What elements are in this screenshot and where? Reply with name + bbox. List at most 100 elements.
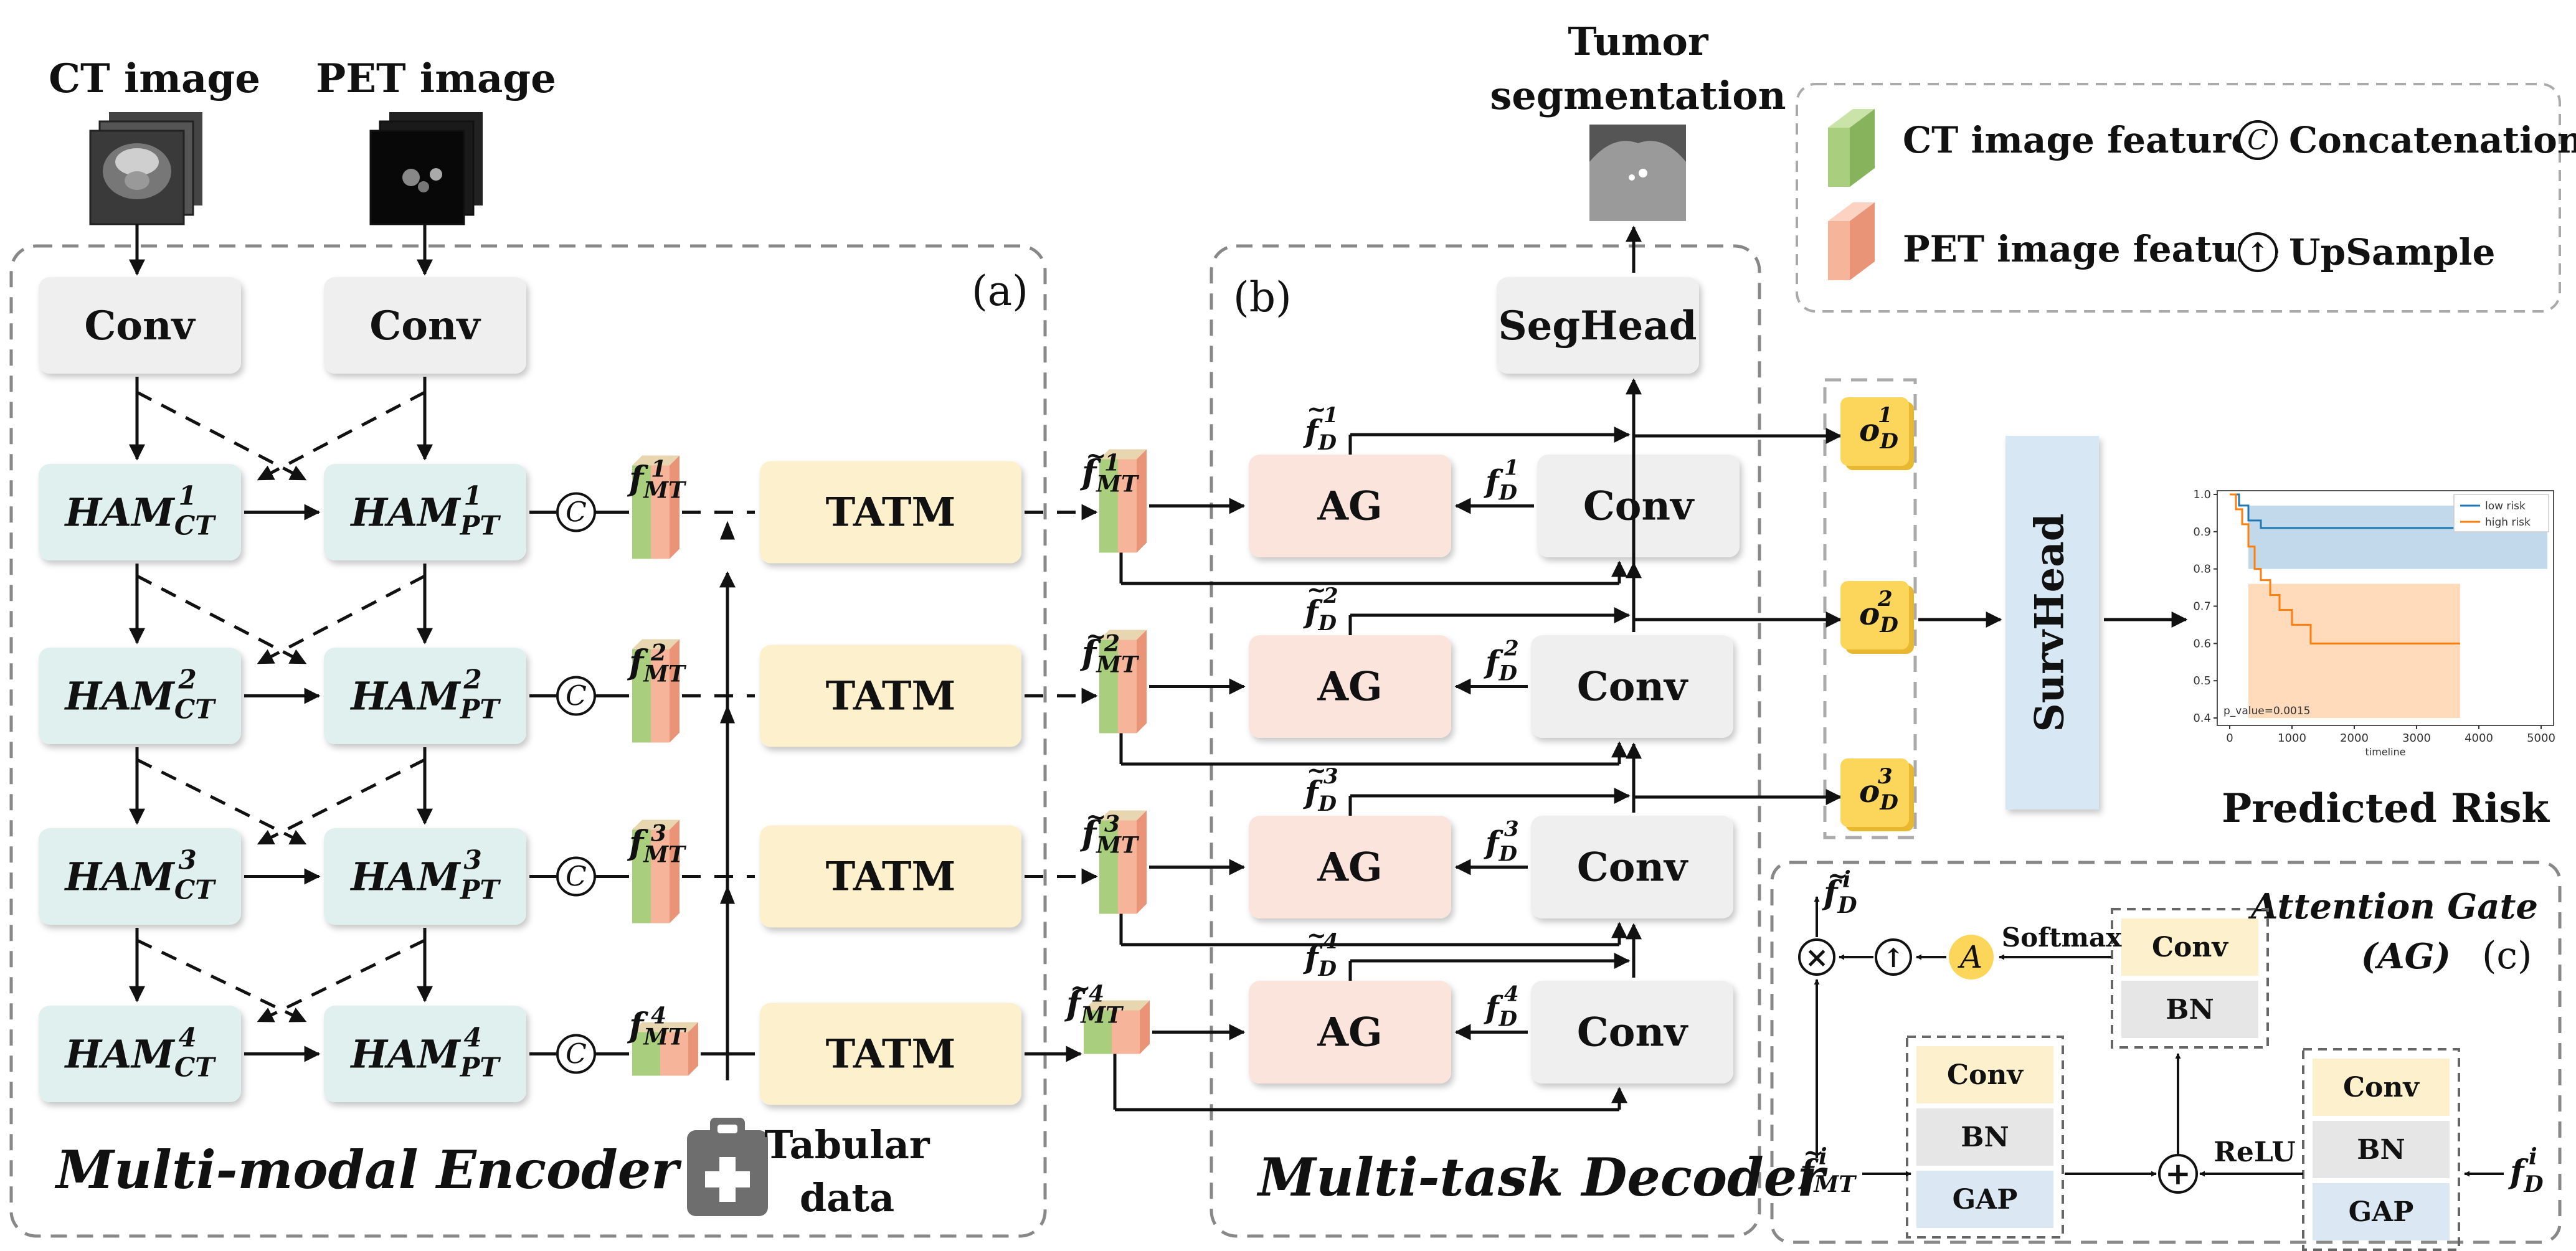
tabular-data-label-line2: data: [800, 1175, 894, 1220]
encoder-conv-ct: [39, 277, 241, 374]
o-2: [1840, 581, 1909, 649]
ag-output-f-sup: i: [1842, 867, 1851, 893]
km-legend-0: low risk: [2485, 500, 2526, 512]
ag-right-stack-conv: Conv: [2343, 1072, 2420, 1103]
concat-op-1-symbol: C: [566, 497, 587, 529]
svg-text:1: 1: [1324, 403, 1338, 428]
decoder-feature-4: [1084, 1000, 1150, 1054]
tatm-1-label: TATM: [826, 489, 956, 536]
encoder-feature-1-level: 1: [651, 456, 666, 483]
svg-text:~: ~: [1307, 921, 1327, 949]
ct-image-label: CT image: [49, 55, 260, 102]
encoder-feature-4-label: fMT: [627, 1006, 686, 1050]
ham-ct-3: [39, 828, 241, 925]
ham-pt-2-label: HAMPT: [349, 674, 501, 725]
km-series-1: [2230, 493, 2460, 644]
legend-ct-swatch: [1828, 109, 1875, 187]
ag-input-fmt-tilde: ~: [1803, 1138, 1824, 1168]
ag-panel-tag: (c): [2482, 934, 2532, 978]
decoder-feature-3-level: 3: [1104, 811, 1120, 838]
o-2-label: oD: [1859, 595, 1898, 638]
km-annotation: p_value=0.0015: [2223, 705, 2310, 717]
ag-top-stack-conv: Conv: [2152, 932, 2228, 963]
ham-pt-3-level: 3: [464, 845, 482, 876]
tabular-data-label-line1: Tabular: [764, 1122, 930, 1168]
ham-pt-1-label: HAMPT: [349, 490, 501, 541]
ag-add-symbol: +: [2165, 1155, 2191, 1192]
o-1: [1840, 397, 1909, 466]
decoder-feature-1: [1099, 449, 1147, 553]
ham-ct-4-label: HAMCT: [64, 1032, 216, 1083]
tatm-2: [760, 644, 1021, 747]
ham-ct-4: [39, 1006, 241, 1102]
ag-4-label: AG: [1317, 1009, 1382, 1056]
svg-text:~: ~: [1086, 622, 1107, 651]
ham-pt-4-label: HAMPT: [349, 1032, 501, 1083]
encoder-feature-4-level: 4: [651, 1003, 666, 1029]
ag-title-line1: Attention Gate: [2248, 886, 2538, 927]
decoder-feature-3-label: fMT: [1079, 814, 1139, 859]
ct-image-stack: [89, 112, 202, 225]
encoder-panel-tag: (a): [972, 267, 1028, 315]
decoder-conv-3: [1531, 816, 1733, 918]
svg-text:4: 4: [1504, 982, 1519, 1007]
svg-text:~: ~: [1086, 803, 1107, 832]
encoder-feature-2-level: 2: [650, 640, 666, 666]
km-ytick-6: 1.0: [2193, 488, 2211, 501]
ag-upsample-symbol: ↑: [1882, 943, 1904, 973]
encoder-title: Multi-modal Encoder: [54, 1139, 682, 1201]
ag-softmax-label: Softmax: [2002, 922, 2122, 953]
legend-pet-label: PET image feature: [1903, 228, 2280, 270]
svg-text:3: 3: [1324, 764, 1338, 789]
survhead-box: [2005, 436, 2099, 810]
tatm-1: [760, 461, 1021, 564]
fd-tilde-1-label: fD: [1303, 413, 1337, 455]
ham-ct-2-level: 2: [178, 664, 197, 695]
ag-attention-map: [1949, 935, 1994, 980]
tatm-4: [760, 1003, 1021, 1105]
encoder-feature-3: [632, 819, 680, 923]
km-ytick-2: 0.6: [2193, 637, 2211, 650]
ag-2-label: AG: [1317, 664, 1382, 710]
ag-2: [1249, 635, 1451, 738]
decoder-conv-1-label: Conv: [1583, 483, 1695, 530]
decoder-title: Multi-task Decoder: [1256, 1146, 1828, 1208]
attention-gate-panel: [1770, 861, 2562, 1244]
svg-text:1: 1: [1878, 403, 1893, 428]
legend-concat-label: Concatenation: [2289, 119, 2576, 161]
o-3: [1840, 758, 1909, 827]
decoder-conv-1: [1537, 455, 1740, 557]
o-1-label: oD: [1859, 412, 1898, 454]
km-xtick-3: 3000: [2402, 732, 2431, 745]
decoder-feature-2-level: 2: [1104, 631, 1120, 657]
ag-right-stack-bn: BN: [2357, 1134, 2405, 1166]
tabular-data-icon: [687, 1118, 768, 1216]
km-xtick-0: 0: [2226, 732, 2233, 745]
ag-output-f-tilde: ~: [1827, 861, 1849, 890]
decoder-feature-3: [1099, 810, 1147, 914]
ag-1-label: AG: [1317, 483, 1382, 530]
ag-left-stack-gap: GAP: [1953, 1184, 2018, 1216]
ham-pt-4-level: 4: [464, 1022, 482, 1053]
tatm-3: [760, 825, 1021, 928]
decoder-conv-4: [1531, 981, 1733, 1083]
segmentation-label-line2: segmentation: [1490, 73, 1786, 118]
legend-upsample-label: UpSample: [2289, 231, 2495, 273]
svg-text:1: 1: [1504, 456, 1519, 481]
survhead-label: SurvHead: [2027, 513, 2073, 732]
ham-pt-3: [324, 828, 526, 925]
svg-text:~: ~: [1307, 756, 1327, 784]
ag-multiply-op: [1798, 938, 1835, 976]
encoder-feature-2-label: fMT: [627, 643, 686, 687]
km-xtick-2: 2000: [2340, 732, 2369, 745]
pet-image-label: PET image: [316, 55, 556, 102]
svg-text:~: ~: [1307, 575, 1327, 603]
legend-pet-swatch: [1828, 202, 1875, 280]
encoder-feature-3-level: 3: [651, 821, 666, 847]
seghead-label: SegHead: [1498, 303, 1697, 349]
encoder-feature-1-label: fMT: [627, 459, 686, 504]
decoder-feature-4-level: 4: [1089, 981, 1104, 1008]
